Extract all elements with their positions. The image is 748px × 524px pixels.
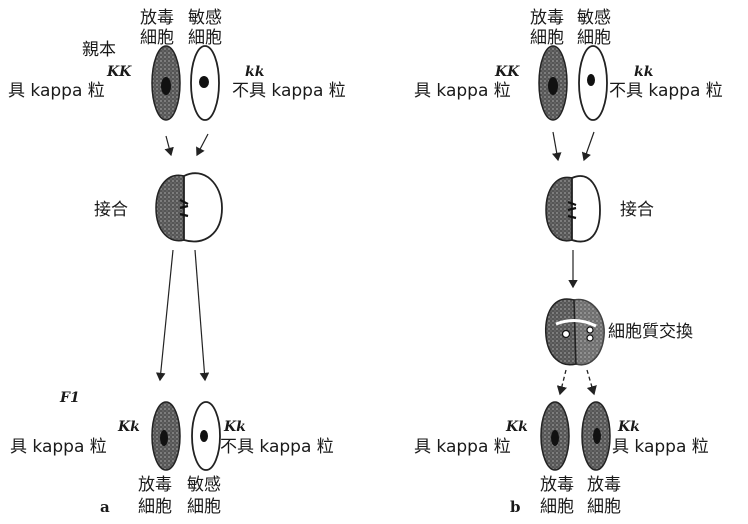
a-top-killer-label-1: 放毒	[140, 8, 174, 28]
b-top-killer-label-1: 放毒	[530, 8, 564, 28]
a-f1-left-trait: 具 kappa 粒	[10, 437, 107, 457]
b-f1-right-trait: 具 kappa 粒	[612, 437, 709, 457]
a-left-trait: 具 kappa 粒	[8, 81, 105, 101]
b-top-sensitive-label-1: 敏感	[577, 8, 611, 28]
b-parent-sensitive-nucleus	[587, 74, 595, 86]
a-f1-right-trait: 不具 kappa 粒	[220, 437, 334, 457]
b-top-killer-label-2: 細胞	[530, 28, 564, 48]
a-parent-killer-nucleus	[161, 77, 171, 95]
b-f1-killer-nucleus-right	[593, 428, 601, 444]
a-arrow-to-conjugation-right	[196, 133, 209, 157]
panel-b-graphics	[538, 45, 611, 471]
b-right-trait: 不具 kappa 粒	[609, 81, 723, 101]
a-arrow-to-conjugation-left	[164, 135, 174, 157]
a-top-killer-label-2: 細胞	[140, 28, 174, 48]
b-bottom-right-label-1: 放毒	[587, 475, 621, 495]
a-f1-label: F1	[60, 390, 80, 406]
b-bottom-left-label-2: 細胞	[540, 497, 574, 517]
a-top-sensitive-label-2: 細胞	[188, 28, 222, 48]
a-f1-killer-nucleus	[160, 430, 168, 446]
panel-a-graphics	[151, 45, 223, 471]
a-bottom-left-label-1: 放毒	[138, 475, 172, 495]
a-parent-label: 親本	[82, 40, 116, 60]
b-conjugating-sensitive-half	[571, 175, 601, 243]
a-parent-sensitive-nucleus	[199, 76, 209, 88]
b-bottom-right-label-2: 細胞	[587, 497, 621, 517]
a-conjugating-sensitive-half	[183, 172, 223, 243]
b-exchange-nucleus-2	[586, 326, 594, 334]
b-arrow-to-conjugation-right	[581, 131, 595, 162]
b-right-genotype: kk	[634, 64, 654, 80]
b-exchange-label: 細胞質交換	[608, 322, 693, 342]
a-bottom-right-label-1: 敏感	[187, 475, 221, 495]
b-f1-left-trait: 具 kappa 粒	[414, 437, 511, 457]
a-bottom-left-label-2: 細胞	[138, 497, 172, 517]
a-arrow-to-f1-right	[194, 249, 210, 382]
b-conjugation-nuclei	[567, 200, 577, 220]
b-left-genotype: KK	[495, 64, 520, 80]
a-top-sensitive-label-1: 敏感	[188, 8, 222, 28]
b-conjugating-killer-half	[545, 176, 573, 242]
b-parent-killer-nucleus	[548, 77, 558, 95]
b-exchange-bridge	[555, 319, 597, 328]
b-exchange-left-cell	[544, 298, 577, 366]
a-f1-sensitive-nucleus	[200, 430, 208, 442]
a-arrow-to-f1-left	[155, 249, 174, 382]
b-conjugation-label: 接合	[620, 200, 654, 220]
b-exchange-nucleus-3	[586, 334, 594, 342]
b-arrow-to-f1-right	[586, 369, 597, 396]
b-arrow-to-f1-left	[556, 369, 567, 396]
a-right-trait: 不具 kappa 粒	[232, 81, 346, 101]
a-f1-right-genotype: Kk	[224, 419, 246, 435]
b-f1-left-genotype: Kk	[506, 419, 528, 435]
a-panel-letter: a	[100, 498, 110, 516]
b-f1-killer-nucleus-left	[551, 430, 559, 446]
b-f1-right-genotype: Kk	[618, 419, 640, 435]
a-bottom-right-label-2: 細胞	[187, 497, 221, 517]
a-conjugation-label: 接合	[94, 200, 128, 220]
b-arrow-to-conjugation-left	[552, 131, 562, 162]
a-right-genotype: kk	[245, 64, 265, 80]
a-left-genotype: KK	[107, 64, 132, 80]
a-conjugating-killer-half	[155, 174, 185, 242]
a-conjugation-nuclei	[179, 199, 189, 218]
b-panel-letter: b	[510, 498, 521, 516]
a-f1-left-genotype: Kk	[118, 419, 140, 435]
b-exchange-nucleus-1	[561, 329, 571, 339]
b-bottom-left-label-1: 放毒	[540, 475, 574, 495]
b-top-sensitive-label-2: 細胞	[577, 28, 611, 48]
b-left-trait: 具 kappa 粒	[414, 81, 511, 101]
